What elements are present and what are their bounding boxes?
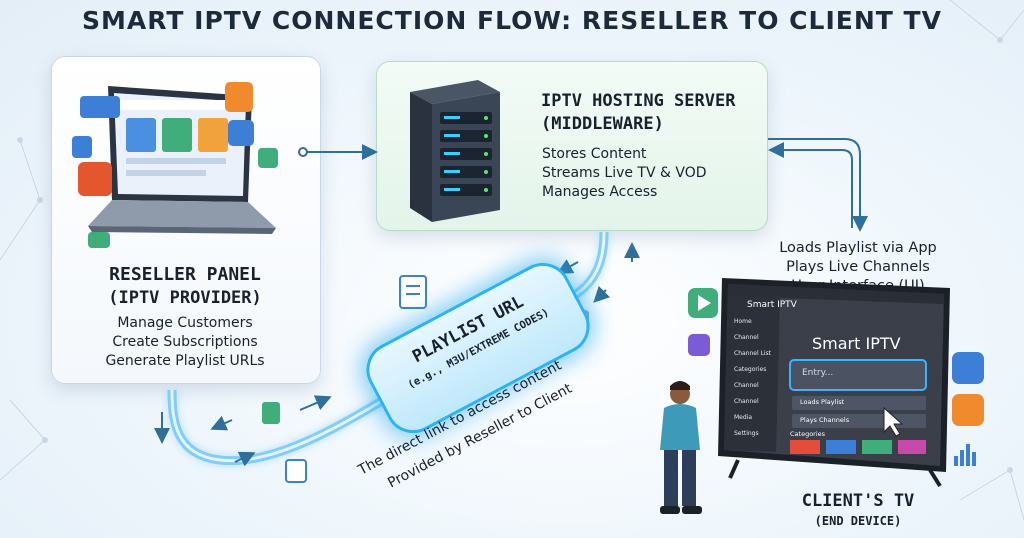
diagram-title: SMART IPTV CONNECTION FLOW: RESELLER TO … xyxy=(82,6,942,35)
person-figure xyxy=(660,381,702,514)
tv-app-name: Smart IPTV xyxy=(747,300,797,310)
tv-banner: Smart IPTV xyxy=(812,334,901,353)
reseller-line-2: Create Subscriptions xyxy=(112,334,258,350)
tv-menu-item: Channel xyxy=(734,398,759,405)
tv-menu-item: Channel List xyxy=(734,350,772,357)
reseller-subheading: (IPTV PROVIDER) xyxy=(108,288,262,308)
tv-list-item-1: Loads Playlist xyxy=(800,398,845,406)
reseller-to-server-arrow xyxy=(298,144,378,160)
reseller-line-1: Manage Customers xyxy=(117,315,253,331)
tv-side-icons xyxy=(688,288,984,466)
server-line-3: Manages Access xyxy=(542,184,658,200)
tv-menu-item: Home xyxy=(734,318,752,325)
server-line-1: Stores Content xyxy=(542,146,647,162)
tv-menu-item: Settings xyxy=(734,430,759,437)
tv-entry-input: Entry... xyxy=(802,368,834,378)
server-subheading: (MIDDLEWARE) xyxy=(541,114,664,134)
tv-menu-item: Media xyxy=(734,414,753,421)
client-line-1: Loads Playlist via App xyxy=(779,240,937,256)
tv-list-item-2: Plays Channels xyxy=(800,416,850,424)
client-line-2: Plays Live Channels xyxy=(786,259,930,275)
floating-app-icons xyxy=(72,82,278,248)
reseller-line-3: Generate Playlist URLs xyxy=(105,353,265,369)
tv-categories-label: Categories xyxy=(790,430,826,438)
tv-menu-item: Channel xyxy=(734,334,759,341)
server-heading: IPTV HOSTING SERVER xyxy=(541,91,736,111)
client-subheading: (END DEVICE) xyxy=(814,514,902,528)
tv-menu-item: Channel xyxy=(734,382,759,389)
server-to-client-arrow xyxy=(768,138,868,232)
client-heading: CLIENT'S TV xyxy=(801,491,915,511)
tv-menu-item: Categories xyxy=(734,366,767,373)
server-line-2: Streams Live TV & VOD xyxy=(542,165,707,181)
reseller-heading: RESELLER PANEL xyxy=(109,264,261,285)
